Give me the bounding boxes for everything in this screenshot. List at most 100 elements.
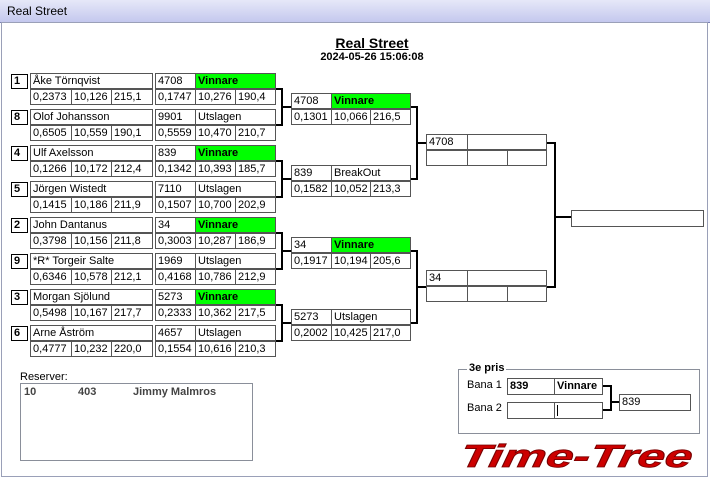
reaction-time [426, 286, 468, 302]
result-status: Vinnare [195, 73, 276, 89]
reaction-time: 0,4168 [155, 269, 196, 285]
reaction-time: 0,1266 [30, 161, 72, 177]
car-number-field[interactable]: 5273 [155, 289, 196, 305]
driver-name-field[interactable]: Åke Törnqvist [30, 73, 153, 89]
result-status: Vinnare [331, 93, 411, 109]
driver-name-field[interactable]: Olof Johansson [30, 109, 153, 125]
seed-number: 5 [11, 182, 28, 197]
elapsed-time: 10,470 [195, 125, 236, 141]
elapsed-time: 10,276 [195, 89, 236, 105]
reaction-time [426, 150, 468, 166]
speed [507, 286, 547, 302]
lane2-label: Bana 2 [467, 402, 502, 414]
speed: 211,8 [111, 233, 153, 249]
reaction-time: 0,1507 [155, 197, 196, 213]
reserves-list[interactable]: 10 403 Jimmy Malmros [20, 383, 253, 461]
car-number-field[interactable]: 839 [155, 145, 196, 161]
speed: 220,0 [111, 341, 153, 357]
speed: 186,9 [235, 233, 276, 249]
elapsed-time: 10,066 [331, 109, 371, 125]
driver-name-field[interactable]: Morgan Sjölund [30, 289, 153, 305]
reaction-time: 0,3003 [155, 233, 196, 249]
car-number-field[interactable]: 4708 [291, 93, 332, 109]
car-number-field[interactable]: 34 [426, 270, 468, 286]
car-number-field[interactable]: 5273 [291, 309, 332, 325]
result-status: Utslagen [331, 309, 411, 325]
svg-text:Time-Tree: Time-Tree [457, 438, 695, 473]
driver-name-field[interactable]: John Dantanus [30, 217, 153, 233]
reaction-time: 0,6346 [30, 269, 72, 285]
page-title: Real Street [335, 35, 409, 51]
reaction-time: 0,4777 [30, 341, 72, 357]
speed: 217,7 [111, 305, 153, 321]
reaction-time: 0,6505 [30, 125, 72, 141]
speed: 210,7 [235, 125, 276, 141]
speed: 210,3 [235, 341, 276, 357]
lane2-car[interactable] [507, 402, 555, 419]
elapsed-time: 10,052 [331, 181, 371, 197]
reaction-time: 0,1747 [155, 89, 196, 105]
elapsed-time: 10,786 [195, 269, 236, 285]
elapsed-time: 10,578 [71, 269, 112, 285]
elapsed-time: 10,700 [195, 197, 236, 213]
speed: 190,1 [111, 125, 153, 141]
result-status [467, 134, 547, 150]
elapsed-time [467, 150, 508, 166]
third-place-winner: 839 [619, 394, 691, 411]
seed-number: 2 [11, 218, 28, 233]
reaction-time: 0,3798 [30, 233, 72, 249]
car-number-field[interactable]: 4708 [426, 134, 468, 150]
final-winner-slot [571, 210, 704, 227]
time-tree-logo: Time-Tree [457, 438, 696, 473]
reaction-time: 0,2002 [291, 325, 332, 341]
reaction-time: 0,2333 [155, 305, 196, 321]
reserves-label: Reserver: [20, 371, 68, 383]
car-number-field[interactable]: 4708 [155, 73, 196, 89]
seed-number: 1 [11, 74, 28, 89]
lane1-car[interactable]: 839 [507, 378, 555, 395]
elapsed-time: 10,232 [71, 341, 112, 357]
reserve-row: 10 403 Jimmy Malmros [21, 386, 252, 400]
result-status: Utslagen [195, 181, 276, 197]
speed: 212,4 [111, 161, 153, 177]
reaction-time: 0,1582 [291, 181, 332, 197]
speed: 190,4 [235, 89, 276, 105]
elapsed-time: 10,172 [71, 161, 112, 177]
elapsed-time: 10,156 [71, 233, 112, 249]
car-number-field[interactable]: 34 [155, 217, 196, 233]
reserve-car: 403 [78, 386, 97, 398]
car-number-field[interactable]: 839 [291, 165, 332, 181]
third-place-group: 3e pris [458, 362, 700, 434]
car-number-field[interactable]: 9901 [155, 109, 196, 125]
speed: 212,9 [235, 269, 276, 285]
car-number-field[interactable]: 4657 [155, 325, 196, 341]
lane1-label: Bana 1 [467, 379, 502, 391]
result-status: Vinnare [331, 237, 411, 253]
reserve-name: Jimmy Malmros [133, 386, 217, 398]
driver-name-field[interactable]: Ulf Axelsson [30, 145, 153, 161]
elapsed-time: 10,362 [195, 305, 236, 321]
lane1-result: Vinnare [554, 378, 603, 395]
speed: 216,5 [370, 109, 411, 125]
car-number-field[interactable]: 1969 [155, 253, 196, 269]
driver-name-field[interactable]: Arne Åström [30, 325, 153, 341]
car-number-field[interactable]: 7110 [155, 181, 196, 197]
speed: 217,5 [235, 305, 276, 321]
seed-number: 6 [11, 326, 28, 341]
speed: 205,6 [370, 253, 411, 269]
reaction-time: 0,1415 [30, 197, 72, 213]
result-status: BreakOut [331, 165, 411, 181]
driver-name-field[interactable]: *R* Torgeir Salte [30, 253, 153, 269]
speed: 217,0 [370, 325, 411, 341]
event-datetime: 2024-05-26 15:06:08 [320, 51, 424, 63]
reserve-number: 10 [24, 386, 37, 398]
speed: 212,1 [111, 269, 153, 285]
car-number-field[interactable]: 34 [291, 237, 332, 253]
result-status: Vinnare [195, 289, 276, 305]
seed-number: 8 [11, 110, 28, 125]
reaction-time: 0,2373 [30, 89, 72, 105]
speed [507, 150, 547, 166]
driver-name-field[interactable]: Jörgen Wistedt [30, 181, 153, 197]
result-status: Vinnare [195, 217, 276, 233]
